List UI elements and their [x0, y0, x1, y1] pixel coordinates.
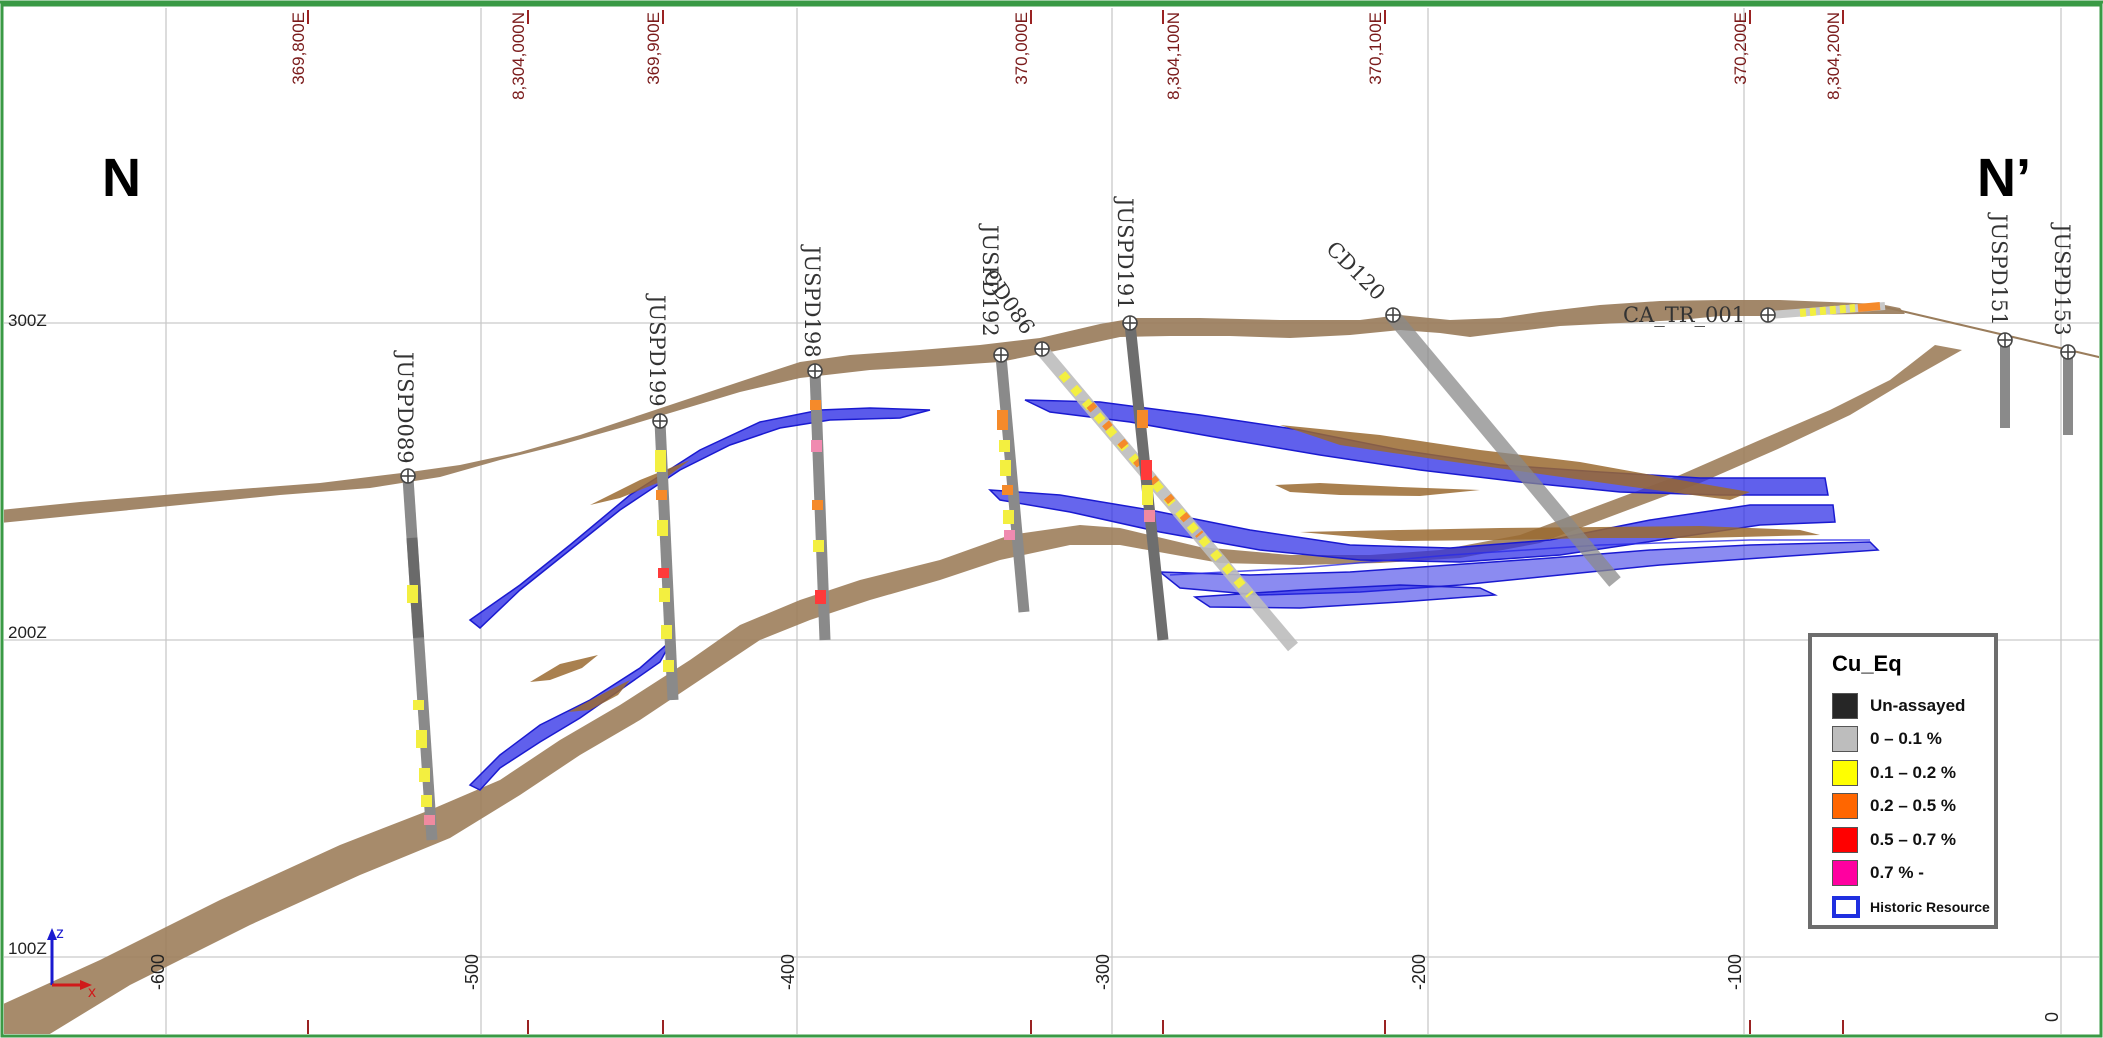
- topography-surface: [4, 300, 1905, 523]
- legend-title: Cu_Eq: [1832, 651, 1902, 676]
- hole-label-juspd199: JUSPD199: [645, 293, 669, 407]
- bottom-ticks: [307, 1020, 1844, 1034]
- legend-label: Un-assayed: [1870, 695, 1966, 715]
- easting-label: 370,000E: [1012, 12, 1031, 85]
- easting-label: 370,200E: [1731, 12, 1750, 85]
- legend-swatch-outline: [1832, 895, 1860, 918]
- distance-label: -600: [148, 954, 168, 990]
- historic-resource-solids: [468, 399, 1880, 791]
- legend-label: 0.1 – 0.2 %: [1870, 762, 1957, 782]
- legend-swatch: [1832, 793, 1858, 820]
- legend-swatch: [1832, 826, 1858, 853]
- triad-z-label: z: [56, 925, 64, 942]
- legend-label: 0.2 – 0.5 %: [1870, 796, 1957, 816]
- collar-markers: [400, 307, 2076, 484]
- hole-label-juspd151: JUSPD151: [1987, 212, 2011, 326]
- legend-item-0.5-0.7: 0.5 – 0.7 %: [1832, 823, 1994, 857]
- northing-label: 8,304,100N: [1164, 12, 1183, 100]
- legend-item-0.2-0.5: 0.2 – 0.5 %: [1832, 790, 1994, 824]
- distance-label: -500: [462, 954, 482, 990]
- distance-labels: -600 -500 -400 -300 -200 -100 0: [148, 954, 2062, 1022]
- distance-label: 0: [2042, 1012, 2062, 1022]
- legend-item-0.7-plus: 0.7 % -: [1832, 857, 1994, 891]
- triad-x-label: x: [88, 984, 96, 1001]
- distance-label: -100: [1725, 954, 1745, 990]
- hole-label-juspd153: JUSPD153: [2050, 222, 2074, 336]
- section-start-label: N: [102, 148, 141, 208]
- view-frame: [0, 3, 2103, 1038]
- elevation-label: 100Z: [8, 939, 47, 958]
- hole-label-juspd198: JUSPD198: [800, 244, 824, 358]
- hole-label-ca-tr-001: CA_TR_001: [1623, 303, 1745, 327]
- legend-item-unassayed: Un-assayed: [1832, 689, 1994, 723]
- hole-label-juspd089: JUSPD089: [393, 350, 417, 464]
- northing-label: 8,304,000N: [509, 12, 528, 100]
- grid-horizontal: [4, 322, 2099, 958]
- top-ticks: [307, 10, 1844, 24]
- hole-label-cd120: CD120: [1321, 237, 1390, 306]
- easting-label: 369,900E: [644, 12, 663, 85]
- distance-label: -400: [778, 954, 798, 990]
- legend-swatch: [1832, 860, 1858, 887]
- geology-unit-band: [4, 345, 1962, 1034]
- grid-coordinate-labels: 369,800E 8,304,000N 369,900E 370,000E 8,…: [289, 12, 1843, 100]
- legend-swatch: [1832, 759, 1858, 786]
- legend-item-0.1-0.2: 0.1 – 0.2 %: [1832, 756, 1994, 790]
- legend-label: 0.5 – 0.7 %: [1870, 829, 1957, 849]
- legend-item-0-0.1: 0 – 0.1 %: [1832, 723, 1994, 757]
- hole-label-juspd191: JUSPD191: [1113, 196, 1137, 310]
- easting-label: 369,800E: [289, 12, 308, 85]
- legend-label: 0 – 0.1 %: [1870, 729, 1942, 749]
- legend-label: 0.7 % -: [1870, 863, 1924, 883]
- drillhole-traces: [402, 302, 2073, 841]
- elevation-label: 200Z: [8, 623, 47, 642]
- legend-label: Historic Resource: [1870, 898, 1990, 915]
- elevation-labels: 300Z 200Z 100Z: [8, 311, 47, 958]
- legend-swatch: [1832, 692, 1858, 719]
- legend-swatch: [1832, 726, 1858, 753]
- section-end-label: N’: [1977, 148, 2031, 208]
- distance-label: -200: [1409, 954, 1429, 990]
- distance-label: -300: [1093, 954, 1113, 990]
- elevation-label: 300Z: [8, 311, 47, 330]
- legend-item-historic-resource: Historic Resource: [1832, 890, 1994, 924]
- legend-panel: Cu_Eq Un-assayed 0 – 0.1 % 0.1 – 0.2 % 0…: [1808, 633, 1998, 929]
- northing-label: 8,304,200N: [1824, 12, 1843, 100]
- easting-label: 370,100E: [1366, 12, 1385, 85]
- hole-label-juspd192: JUSPD192: [978, 223, 1002, 337]
- axis-triad-icon: z x: [47, 925, 96, 1001]
